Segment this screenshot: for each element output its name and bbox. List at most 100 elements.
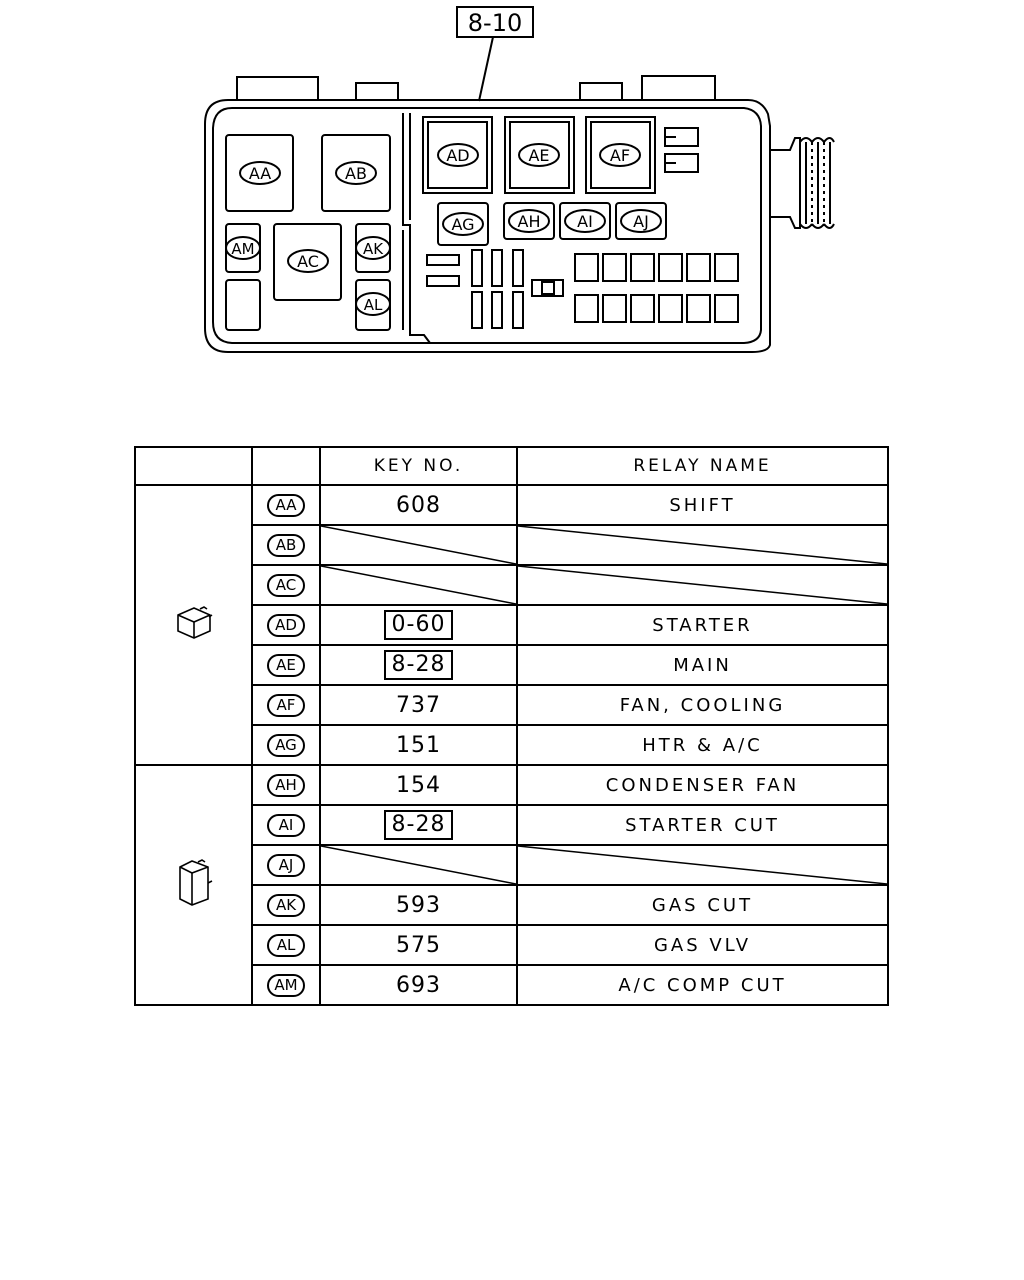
key-no-cell: 693: [319, 964, 518, 1006]
relay-slot-aa: [225, 134, 294, 212]
relay-code: AK: [267, 893, 305, 917]
relay-slot-ae: [504, 116, 575, 194]
relay-code-cell: AM: [251, 964, 321, 1006]
key-no: 575: [396, 932, 441, 958]
relay-name: MAIN: [673, 654, 732, 676]
box-label-ad: AD: [446, 146, 469, 165]
relay-slot-ag: [437, 202, 489, 246]
header-relay-name: RELAY NAME: [516, 446, 889, 486]
tall-relay-icon: [136, 857, 251, 913]
relay-name: STARTER: [652, 614, 753, 636]
table-row: AJ: [135, 844, 889, 886]
relay-slot-ab: [321, 134, 391, 212]
relay-code-cell: AG: [251, 724, 321, 766]
relay-slot-aj: [615, 202, 667, 240]
relay-name-cell: STARTER CUT: [516, 804, 889, 846]
relay-code-cell: AI: [251, 804, 321, 846]
table-row: AB: [135, 524, 889, 566]
key-no-reference: 0-60: [383, 610, 454, 640]
key-no-cell: 8-28: [319, 644, 518, 686]
box-label-al: AL: [364, 296, 383, 314]
box-label-aj: AJ: [633, 212, 649, 231]
table-header-row: KEY NO. RELAY NAME: [134, 446, 889, 486]
relay-code-cell: AD: [251, 604, 321, 646]
relay-name: STARTER CUT: [625, 814, 780, 836]
table-row: AI 8-28 STARTER CUT: [135, 804, 889, 846]
box-label-ab: AB: [345, 164, 367, 183]
key-no-reference: 8-28: [383, 650, 454, 680]
box-label-ac: AC: [297, 252, 319, 271]
relay-code: AJ: [267, 853, 305, 877]
box-label-am: AM: [231, 240, 254, 258]
housing: [204, 99, 771, 353]
harness-connector: [770, 137, 835, 229]
relay-code: AC: [267, 573, 305, 597]
relay-box-diagram: 8-10 AA AB AC AM AK AL: [204, 6, 835, 353]
key-no-cell: 0-60: [319, 604, 518, 646]
relay-code-cell: AE: [251, 644, 321, 686]
relay-slot-ad: [422, 116, 493, 194]
relay-type-cell: [134, 764, 253, 1006]
header-key-no: KEY NO.: [319, 446, 518, 486]
relay-name-cell: SHIFT: [516, 484, 889, 526]
key-no-reference: 8-28: [383, 810, 454, 840]
relay-slot-ah: [503, 202, 555, 240]
relay-slot-ac: [273, 223, 342, 301]
relay-code: AB: [267, 533, 305, 557]
relay-name-cell: STARTER: [516, 604, 889, 646]
relay-code-cell: AK: [251, 884, 321, 926]
key-no: 593: [396, 892, 441, 918]
relay-name-cell: HTR & A/C: [516, 724, 889, 766]
callout-label: 8-10: [468, 9, 522, 37]
relay-code: AH: [267, 773, 305, 797]
key-no-cell: [319, 564, 518, 606]
box-label-aa: AA: [249, 164, 271, 183]
relay-name-cell: GAS CUT: [516, 884, 889, 926]
relay-code-cell: AH: [251, 764, 321, 806]
box-label-ai: AI: [577, 212, 593, 231]
relay-name-cell: A/C COMP CUT: [516, 964, 889, 1006]
table-row: AK 593 GAS CUT: [135, 884, 889, 926]
table-row: AC: [135, 564, 889, 606]
table-row: AE 8-28 MAIN: [135, 644, 889, 686]
key-no-cell: 151: [319, 724, 518, 766]
cube-relay-icon: [136, 603, 251, 647]
relay-name: CONDENSER FAN: [605, 774, 800, 796]
relay-name: SHIFT: [669, 494, 736, 516]
relay-name-cell: [516, 524, 889, 566]
box-label-ae: AE: [528, 146, 549, 165]
callout: 8-10: [456, 6, 534, 102]
relay-code: AF: [267, 693, 305, 717]
fuse-block: [426, 249, 739, 329]
header-code-col: [251, 446, 321, 486]
relay-code-cell: AC: [251, 564, 321, 606]
relay-code: AE: [267, 653, 305, 677]
relay-code: AD: [267, 613, 305, 637]
key-no-cell: 575: [319, 924, 518, 966]
relay-name-cell: [516, 844, 889, 886]
relay-slot-ai: [559, 202, 611, 240]
key-no: 737: [396, 692, 441, 718]
relay-name-cell: CONDENSER FAN: [516, 764, 889, 806]
key-no: 154: [396, 772, 441, 798]
key-no-cell: [319, 844, 518, 886]
table-row: AD 0-60 STARTER: [135, 604, 889, 646]
relay-name: GAS VLV: [653, 934, 752, 956]
relay-code: AI: [267, 813, 305, 837]
relay-code-cell: AF: [251, 684, 321, 726]
small-terminals: [664, 127, 699, 173]
fuse-slot-left-bottom: [225, 279, 261, 331]
relay-code: AG: [267, 733, 305, 757]
key-no: 151: [396, 732, 441, 758]
box-label-ak: AK: [363, 240, 384, 258]
top-tabs: [236, 75, 716, 100]
relay-type-cell: [134, 484, 253, 766]
key-no-cell: 154: [319, 764, 518, 806]
relay-name: GAS CUT: [651, 894, 754, 916]
key-no: 608: [396, 492, 441, 518]
relay-name: A/C COMP CUT: [618, 974, 787, 996]
